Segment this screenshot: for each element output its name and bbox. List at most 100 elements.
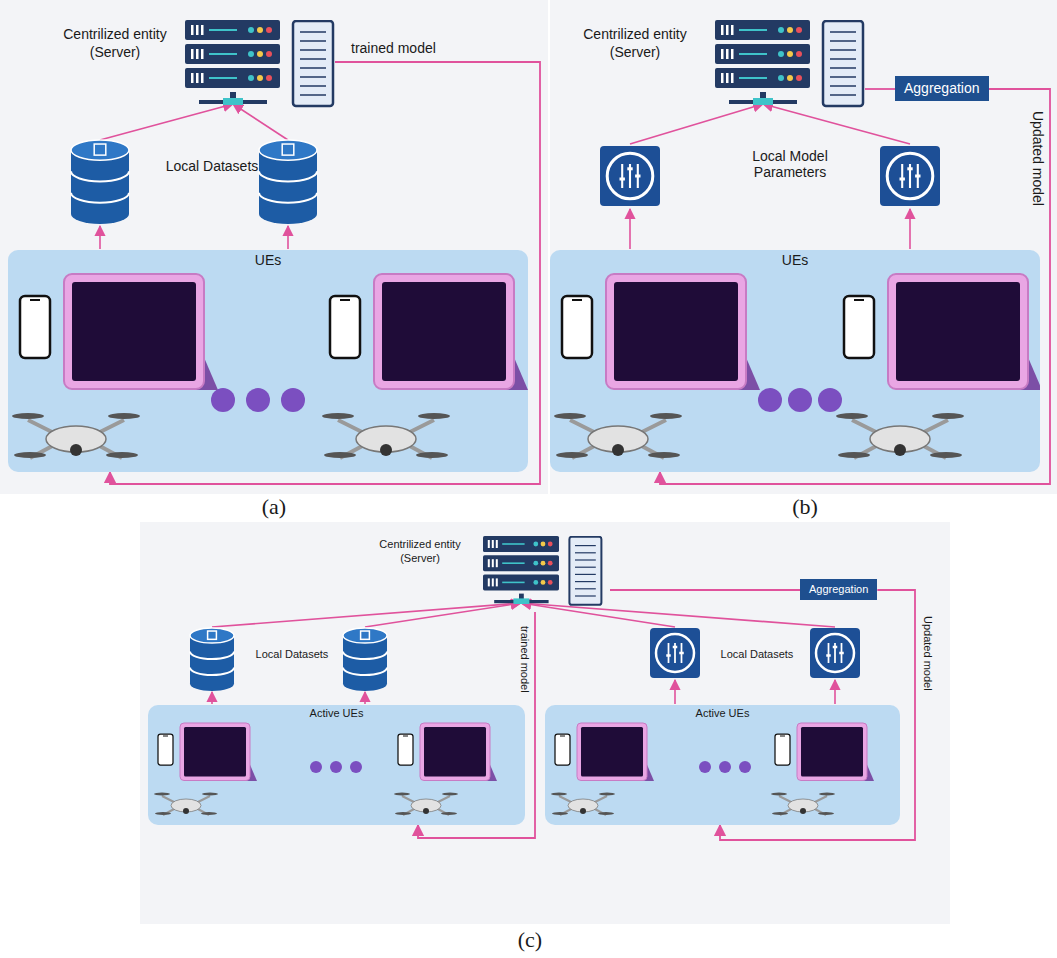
device-group xyxy=(896,282,1020,381)
rack-unit xyxy=(257,51,263,57)
rack-unit xyxy=(488,578,490,586)
dataset-icon xyxy=(71,204,129,224)
rack-unit xyxy=(496,578,498,586)
dataset-icon xyxy=(94,144,106,155)
server-icon xyxy=(300,76,326,78)
upload-line xyxy=(521,603,835,627)
panel-ground xyxy=(0,0,548,494)
device-group xyxy=(780,736,785,737)
parameter-icon xyxy=(668,643,670,663)
device-illustration xyxy=(8,250,528,472)
dataset-icon xyxy=(259,140,317,160)
upload-line xyxy=(287,226,289,249)
upload-line xyxy=(100,104,233,140)
upload-line xyxy=(629,209,631,249)
rack-unit xyxy=(715,20,810,40)
device-illustration xyxy=(148,705,525,825)
rack-unit xyxy=(731,49,734,59)
device-group xyxy=(551,793,567,796)
server-icon xyxy=(575,567,596,568)
device-group xyxy=(20,296,50,358)
device-group xyxy=(551,723,654,815)
server-icon xyxy=(483,536,605,608)
ellipsis-dot xyxy=(818,388,842,412)
rack-unit xyxy=(248,51,254,57)
parameter-icon xyxy=(627,167,632,170)
device-group xyxy=(324,452,356,458)
rack-unit xyxy=(533,580,538,585)
device-group xyxy=(420,723,490,781)
server-icon xyxy=(575,595,596,596)
device-group xyxy=(398,734,413,765)
group-label: Local Datasets xyxy=(712,648,802,661)
upload-line xyxy=(212,603,521,627)
node-text: Centrilized entity (Server) xyxy=(565,26,705,61)
device-group xyxy=(12,274,218,458)
device-group xyxy=(202,793,218,796)
panel-tag: (c) xyxy=(500,927,560,952)
device-group xyxy=(554,274,760,458)
rack-unit xyxy=(191,49,194,59)
server-icon xyxy=(830,76,856,78)
device-group xyxy=(322,413,354,419)
server-icon xyxy=(575,581,596,582)
parameter-icon xyxy=(828,643,830,663)
server-icon xyxy=(575,574,596,575)
rack-unit xyxy=(787,75,793,81)
dataset-icon xyxy=(190,667,234,675)
parameter-icon xyxy=(810,628,860,678)
rack-unit xyxy=(483,536,559,552)
rack-unit xyxy=(787,51,793,57)
parameter-icon xyxy=(656,634,694,672)
device-group xyxy=(163,736,168,737)
upload-line xyxy=(211,692,213,704)
device-group xyxy=(556,452,588,458)
node-text: UEs xyxy=(252,252,284,268)
rack-unit xyxy=(483,555,559,571)
device-group xyxy=(380,444,392,456)
device-group xyxy=(894,444,906,456)
node-text: Centrilized entity (Server) xyxy=(50,26,180,61)
rack-unit xyxy=(483,555,559,571)
rack-unit xyxy=(726,25,729,35)
rack-unit xyxy=(548,580,553,585)
device-group xyxy=(838,452,870,458)
server-icon xyxy=(830,31,856,33)
rack-unit xyxy=(502,582,524,584)
panel-ground xyxy=(550,0,1057,494)
upload-line xyxy=(630,104,763,144)
server-icon xyxy=(300,31,326,33)
rack-unit xyxy=(196,73,199,83)
node-text: Active UEs xyxy=(307,707,367,719)
device-group xyxy=(394,793,410,796)
edge-label: trained model xyxy=(518,625,532,694)
device-group xyxy=(599,793,615,796)
dataset-icon xyxy=(361,631,370,639)
device-group xyxy=(374,274,514,389)
edge-label: Updated model xyxy=(921,615,935,692)
device-group xyxy=(771,793,787,796)
device-group xyxy=(30,299,40,301)
device-group xyxy=(106,452,138,458)
rack-unit xyxy=(796,75,802,81)
device-group xyxy=(555,734,570,765)
upload-line xyxy=(834,680,836,704)
rack-unit xyxy=(185,20,280,40)
server-icon xyxy=(483,536,601,605)
rack-unit xyxy=(502,562,524,564)
device-group xyxy=(403,736,408,737)
node-text: Centrilized entity (Server) xyxy=(365,538,475,566)
aggregation-box: Aggregation xyxy=(895,76,989,101)
device-group xyxy=(108,413,140,419)
server-icon xyxy=(293,21,333,106)
parameter-icon xyxy=(600,146,660,206)
rack-unit xyxy=(185,68,280,88)
ellipsis-dot xyxy=(699,761,751,773)
device-group xyxy=(801,727,863,777)
group-label: Local Datasets xyxy=(152,158,272,174)
device-band: UEs xyxy=(8,250,528,472)
ellipsis-dot xyxy=(350,761,362,773)
dataset-icon xyxy=(343,628,387,643)
ellipsis-dot xyxy=(739,761,751,773)
